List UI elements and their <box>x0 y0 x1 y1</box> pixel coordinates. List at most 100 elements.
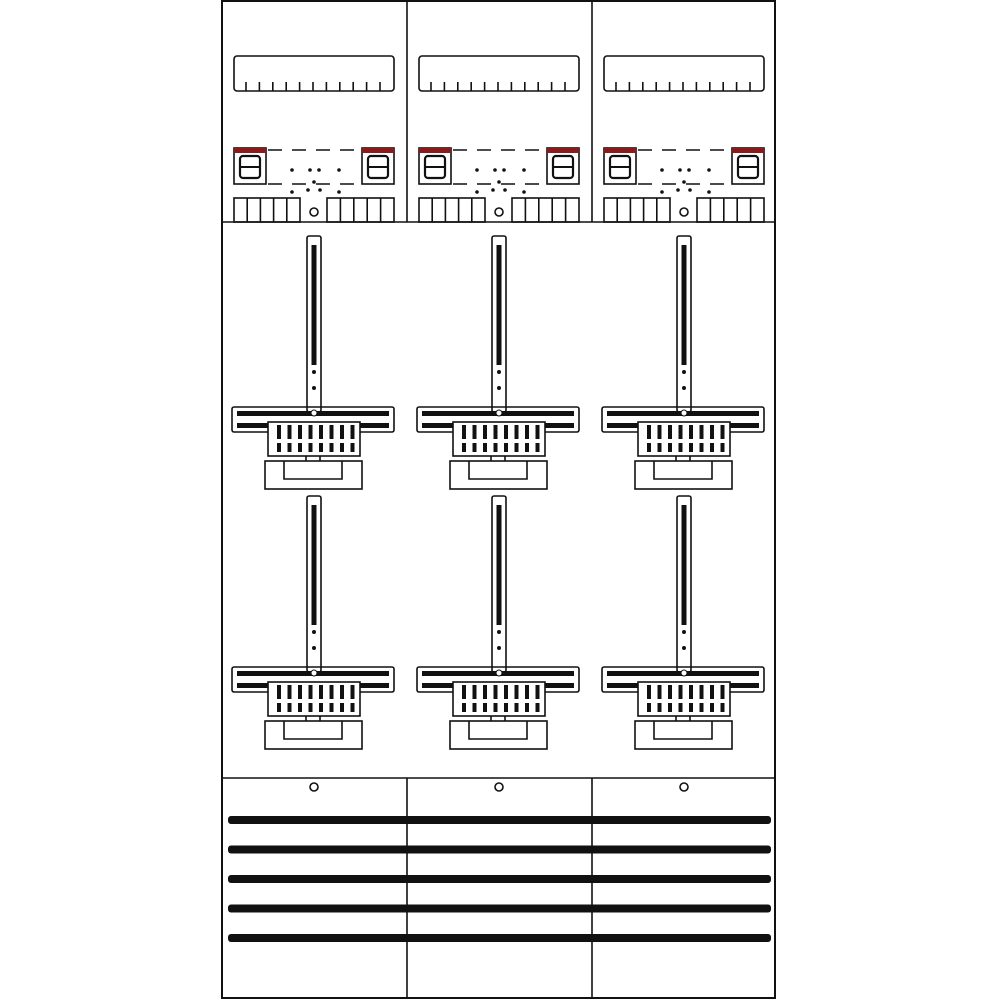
connection-dot <box>522 190 526 194</box>
crossbar-dot <box>680 669 688 677</box>
terminal-contact <box>720 443 725 452</box>
fuse-block-right <box>546 147 580 185</box>
connection-dot <box>502 168 506 172</box>
terminal-contact <box>350 685 355 699</box>
meter-label-bracket <box>468 461 528 480</box>
terminal-contact <box>277 703 281 712</box>
terminal-block <box>267 421 361 457</box>
terminal-contact <box>493 443 498 452</box>
fuse-cap <box>362 148 394 153</box>
rail-dot <box>497 646 501 650</box>
terminal-strip <box>418 55 580 92</box>
terminal-contact <box>329 443 334 452</box>
terminal-contact <box>472 425 477 439</box>
terminal-contact <box>329 703 334 712</box>
crossbar-dot <box>310 669 318 677</box>
connection-dot <box>676 188 680 192</box>
terminal-contact <box>668 443 672 452</box>
terminal-contact <box>340 703 344 712</box>
terminal-block <box>452 421 546 457</box>
terminal-contact <box>647 425 651 439</box>
meter-label-bracket <box>653 461 713 480</box>
terminal-contact <box>350 425 355 439</box>
terminal-contact <box>647 685 651 699</box>
fuse-cap <box>547 148 579 153</box>
terminal-contact <box>298 443 302 452</box>
rail-dot <box>497 386 501 390</box>
connection-dot <box>687 168 691 172</box>
terminal-contact <box>298 703 302 712</box>
terminal-contact <box>535 443 540 452</box>
meter-label-box <box>449 460 548 490</box>
terminal-contact <box>699 443 704 452</box>
terminal-contact <box>308 703 313 712</box>
terminal-block <box>637 421 731 457</box>
crossbar-dot <box>680 409 688 417</box>
terminal-strip <box>603 55 765 92</box>
rail-slot <box>311 505 317 625</box>
terminal-contact <box>319 443 323 452</box>
terminal-contact <box>462 443 466 452</box>
dashed-connections <box>453 149 546 194</box>
rail-dot <box>682 370 686 374</box>
column-3 <box>601 55 765 792</box>
terminal-contact <box>525 685 529 699</box>
terminal-contact <box>699 685 704 699</box>
rail-dot <box>682 646 686 650</box>
connection-dot <box>290 190 294 194</box>
busbars <box>228 816 771 942</box>
connection-dot <box>475 168 479 172</box>
terminal-contact <box>319 703 323 712</box>
terminal-contact <box>340 443 344 452</box>
terminal-contact <box>678 685 683 699</box>
connection-dot <box>491 188 495 192</box>
terminal-contact <box>720 425 725 439</box>
mounting-hole <box>309 782 319 792</box>
connection-dot <box>688 188 692 192</box>
rail-slot <box>681 505 687 625</box>
terminal-strip-body <box>603 55 765 92</box>
terminal-contact <box>535 703 540 712</box>
terminal-contact <box>298 425 302 439</box>
terminal-block <box>267 681 361 717</box>
terminal-contact <box>493 685 498 699</box>
fuse-block-left <box>603 147 637 185</box>
connection-dot <box>497 180 501 184</box>
connection-dot <box>290 168 294 172</box>
comb-left <box>603 197 671 223</box>
terminal-contact <box>308 443 313 452</box>
terminal-contact <box>668 703 672 712</box>
connection-dot <box>317 168 321 172</box>
rail-dot <box>312 370 316 374</box>
mounting-hole <box>679 782 689 792</box>
fuse-block-left <box>418 147 452 185</box>
fuse-block-left <box>233 147 267 185</box>
connection-dot <box>337 168 341 172</box>
rail-dot <box>312 386 316 390</box>
terminal-contact <box>657 425 662 439</box>
rail-slot <box>496 245 502 365</box>
terminal-contact <box>514 685 519 699</box>
mounting-hole <box>494 782 504 792</box>
terminal-contact <box>689 703 693 712</box>
rail-slot <box>496 505 502 625</box>
connection-dot <box>660 190 664 194</box>
terminal-contact <box>462 425 466 439</box>
fuse-block-right <box>361 147 395 185</box>
connection-dot <box>660 168 664 172</box>
terminal-contact <box>287 425 292 439</box>
terminal-contact <box>350 703 355 712</box>
terminal-contact <box>277 685 281 699</box>
terminal-contact <box>350 443 355 452</box>
connection-dot <box>678 168 682 172</box>
busbar <box>228 934 771 942</box>
terminal-contact <box>504 425 508 439</box>
rail-dot <box>682 386 686 390</box>
terminal-contact <box>298 685 302 699</box>
terminal-contact <box>472 443 477 452</box>
terminal-contact <box>689 685 693 699</box>
fuse-block-right <box>731 147 765 185</box>
comb-terminals <box>418 197 580 223</box>
terminal-contact <box>647 703 651 712</box>
